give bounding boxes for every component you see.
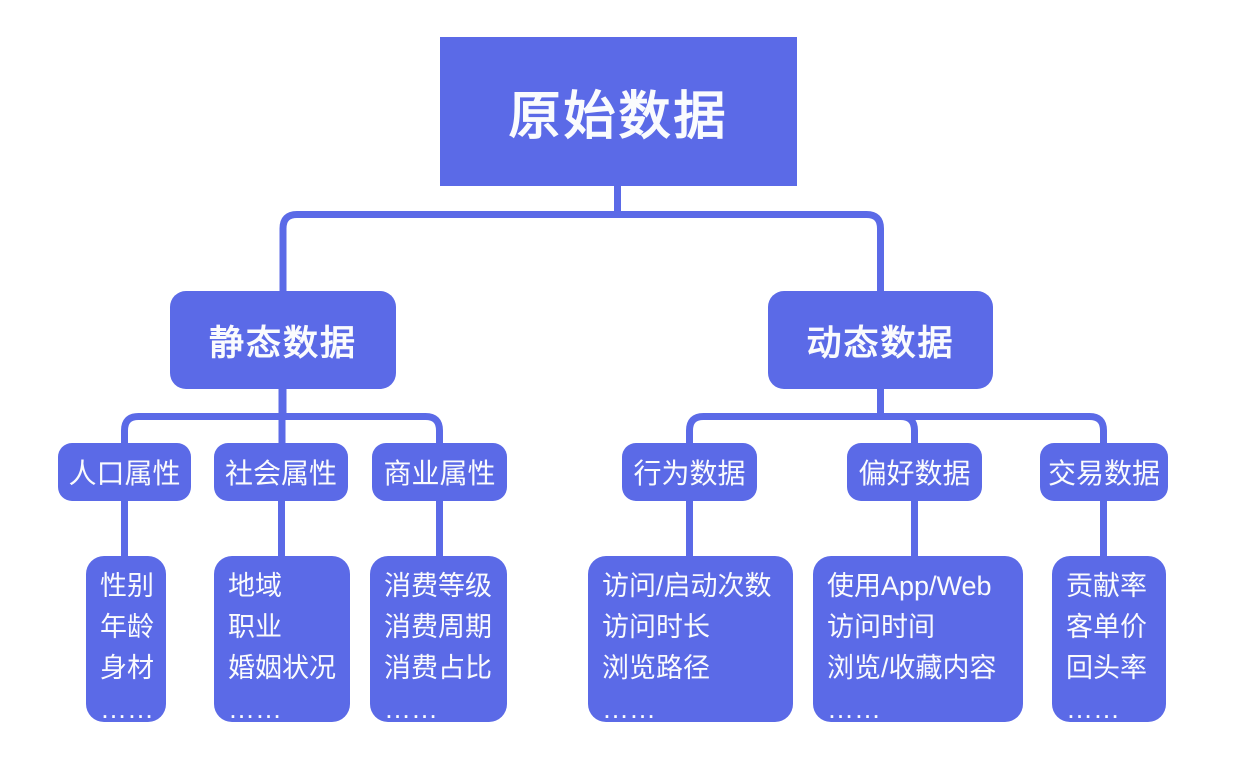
node-business-items: 消费等级 消费周期 消费占比 …… [370,556,507,724]
leaf-item: 身材 [100,653,154,683]
leaf-item: 消费等级 [384,571,492,601]
leaf-item: …… [100,694,154,724]
leaf-item: 访问时长 [602,612,710,642]
node-social-items: 地域 职业 婚姻状况 …… [214,556,350,724]
leaf-item: 性别 [100,571,154,601]
node-preference-data: 偏好数据 [847,443,982,501]
leaf-item: …… [602,694,656,724]
leaf-item: 回头率 [1066,653,1147,683]
node-static-data-label: 静态数据 [208,323,357,363]
connector-dynamic-to-transaction [877,389,1107,443]
leaf-item: 浏览路径 [602,653,710,683]
node-transaction-data: 交易数据 [1040,443,1168,501]
leaf-item: 使用App/Web [827,571,992,601]
node-static-data: 静态数据 [170,291,396,389]
node-behavior-items: 访问/启动次数 访问时长 浏览路径 …… [588,556,793,724]
node-business-attributes-label: 商业属性 [383,458,496,489]
connector-static-to-demographic [121,389,287,443]
node-preference-items: 使用App/Web 访问时间 浏览/收藏内容 …… [813,556,1023,724]
node-demographic-attributes-label: 人口属性 [68,458,181,489]
node-demographic-attributes: 人口属性 [58,443,191,501]
leaf-item: 消费占比 [384,653,492,683]
leaf-item: 地域 [228,571,282,601]
leaf-item: …… [827,694,881,724]
node-business-attributes: 商业属性 [372,443,507,501]
leaf-item: 消费周期 [384,612,492,642]
leaf-item: 婚姻状况 [228,653,336,683]
node-dynamic-data-label: 动态数据 [806,323,955,363]
node-behavior-data: 行为数据 [622,443,757,501]
connector-root-to-dynamic [614,186,884,291]
node-preference-data-label: 偏好数据 [858,458,971,489]
leaf-item: 年龄 [100,612,154,642]
leaf-item: 浏览/收藏内容 [827,653,997,683]
leaf-item: …… [1066,694,1120,724]
node-raw-data-label: 原始数据 [508,88,729,146]
node-transaction-items: 贡献率 客单价 回头率 …… [1052,556,1166,724]
node-behavior-data-label: 行为数据 [633,458,746,489]
connector-dynamic-to-preference [877,389,918,443]
leaf-item: 职业 [228,612,282,642]
connector-root-to-static [279,186,621,291]
connector-dynamic-to-behavior [686,389,884,443]
node-demographic-items: 性别 年龄 身材 …… [86,556,166,724]
leaf-item: …… [228,694,282,724]
node-dynamic-data: 动态数据 [768,291,993,389]
node-social-attributes-label: 社会属性 [224,458,337,489]
node-social-attributes: 社会属性 [214,443,348,501]
node-transaction-data-label: 交易数据 [1047,458,1160,489]
leaf-item: 访问时间 [827,612,935,642]
leaf-item: 访问/启动次数 [602,571,772,601]
leaf-item: …… [384,694,438,724]
leaf-item: 贡献率 [1066,571,1147,601]
leaf-item: 客单价 [1066,612,1147,642]
node-raw-data: 原始数据 [440,37,797,186]
connector-static-to-business [279,389,443,443]
